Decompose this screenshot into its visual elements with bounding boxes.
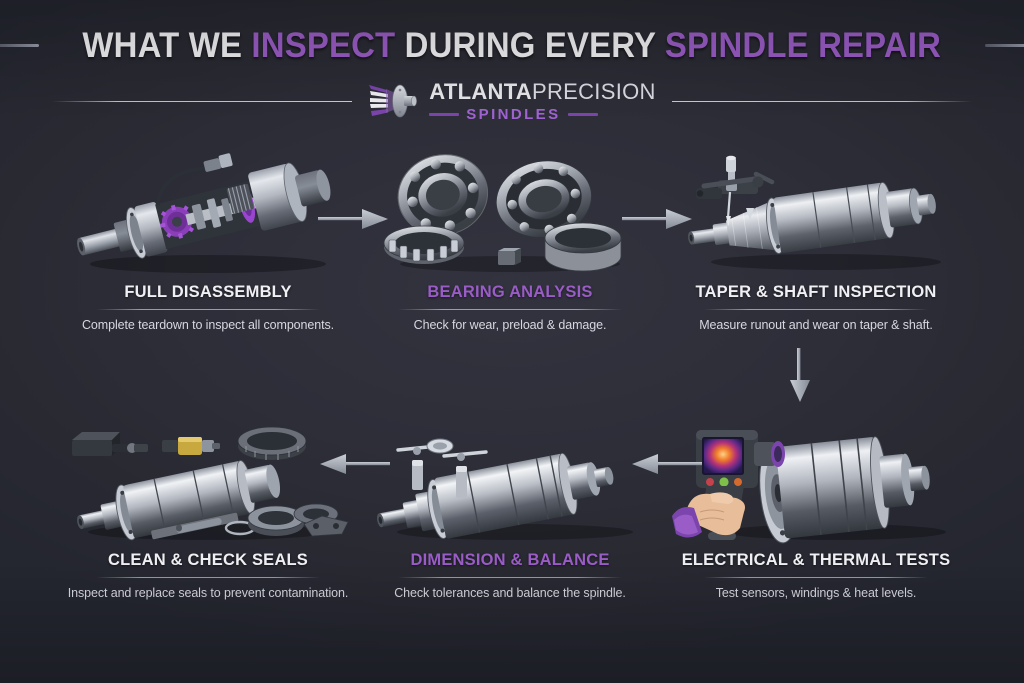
brand-name: ATLANTAPRECISION (429, 79, 655, 104)
page-title-row: WHAT WE INSPECT DURING EVERY SPINDLE REP… (0, 28, 1024, 63)
arrow-step3-to-step6 (786, 348, 814, 409)
spindle-with-seal-parts-image (58, 420, 358, 545)
step-description: Complete teardown to inspect all compone… (82, 318, 334, 332)
step-dimension-balance: DIMENSION & BALANCE Check tolerances and… (360, 420, 660, 600)
arrow-step1-to-step2 (318, 205, 390, 238)
step-bearing-analysis: BEARING ANALYSIS Check for wear, preload… (360, 152, 660, 332)
logo-left-rule (52, 100, 353, 102)
step-caption: FULL DISASSEMBLY Complete teardown to in… (58, 283, 358, 332)
cutaway-spindle-assembly-image (58, 152, 358, 277)
step-divider (704, 309, 928, 310)
spindle-with-dial-indicator-image (666, 152, 966, 277)
step-description: Inspect and replace seals to prevent con… (67, 586, 349, 600)
page-title: WHAT WE INSPECT DURING EVERY SPINDLE REP… (83, 28, 942, 63)
logo-right-rule (671, 100, 972, 102)
step-description: Test sensors, windings & heat levels. (715, 586, 917, 600)
brand-name-bold: ATLANTA (429, 78, 532, 104)
brand-subtitle: SPINDLES (466, 105, 561, 123)
step-caption: ELECTRICAL & THERMAL TESTS Test sensors,… (666, 551, 966, 600)
step-divider (704, 577, 928, 578)
step-caption: DIMENSION & BALANCE Check tolerances and… (360, 551, 660, 600)
step-caption: BEARING ANALYSIS Check for wear, preload… (360, 283, 660, 332)
step-description: Check tolerances and balance the spindle… (394, 586, 626, 600)
step-taper-shaft-inspection: TAPER & SHAFT INSPECTION Measure runout … (666, 152, 966, 332)
step-caption: TAPER & SHAFT INSPECTION Measure runout … (666, 283, 966, 332)
step-clean-check-seals: CLEAN & CHECK SEALS Inspect and replace … (58, 420, 358, 600)
header: WHAT WE INSPECT DURING EVERY SPINDLE REP… (0, 28, 1024, 122)
brand-logo-text: ATLANTAPRECISION SPINDLES (429, 79, 655, 122)
step-caption: CLEAN & CHECK SEALS Inspect and replace … (58, 551, 358, 600)
brand-logo: ATLANTAPRECISION SPINDLES (352, 80, 671, 122)
step-title: ELECTRICAL & THERMAL TESTS (681, 551, 951, 569)
step-title: FULL DISASSEMBLY (124, 283, 292, 301)
spindle-with-measuring-gauges-image (360, 420, 660, 545)
step-divider (96, 577, 320, 578)
page-title-part-1: WHAT WE (82, 26, 252, 65)
step-title: CLEAN & CHECK SEALS (108, 551, 308, 569)
page-title-part-4: SPINDLE REPAIR (665, 26, 942, 65)
step-title: TAPER & SHAFT INSPECTION (695, 283, 937, 301)
step-electrical-thermal-tests: ELECTRICAL & THERMAL TESTS Test sensors,… (666, 420, 966, 600)
page-title-part-3: DURING EVERY (404, 26, 666, 65)
brand-subtitle-right-dash (567, 112, 598, 116)
thermal-camera-and-spindle-image (666, 420, 966, 545)
step-description: Measure runout and wear on taper & shaft… (699, 318, 933, 332)
brand-logo-row: ATLANTAPRECISION SPINDLES (0, 80, 1024, 122)
title-left-dash (0, 44, 40, 47)
arrow-step2-to-step3 (622, 205, 694, 238)
title-right-dash (984, 44, 1024, 47)
spindle-logo-icon (368, 80, 420, 122)
step-divider (398, 309, 622, 310)
ball-bearings-group-image (360, 152, 660, 277)
arrow-step5-to-step4 (318, 450, 390, 483)
page-title-part-2: INSPECT (251, 26, 405, 65)
step-description: Check for wear, preload & damage. (413, 318, 607, 332)
brand-subtitle-left-dash (429, 112, 460, 116)
brand-subtitle-row: SPINDLES (429, 107, 655, 122)
step-divider (96, 309, 320, 310)
step-divider (398, 577, 622, 578)
step-full-disassembly: FULL DISASSEMBLY Complete teardown to in… (58, 152, 358, 332)
brand-name-light: PRECISION (531, 78, 656, 104)
step-title: DIMENSION & BALANCE (410, 551, 610, 569)
step-title: BEARING ANALYSIS (427, 283, 593, 301)
arrow-step6-to-step5 (630, 450, 702, 483)
